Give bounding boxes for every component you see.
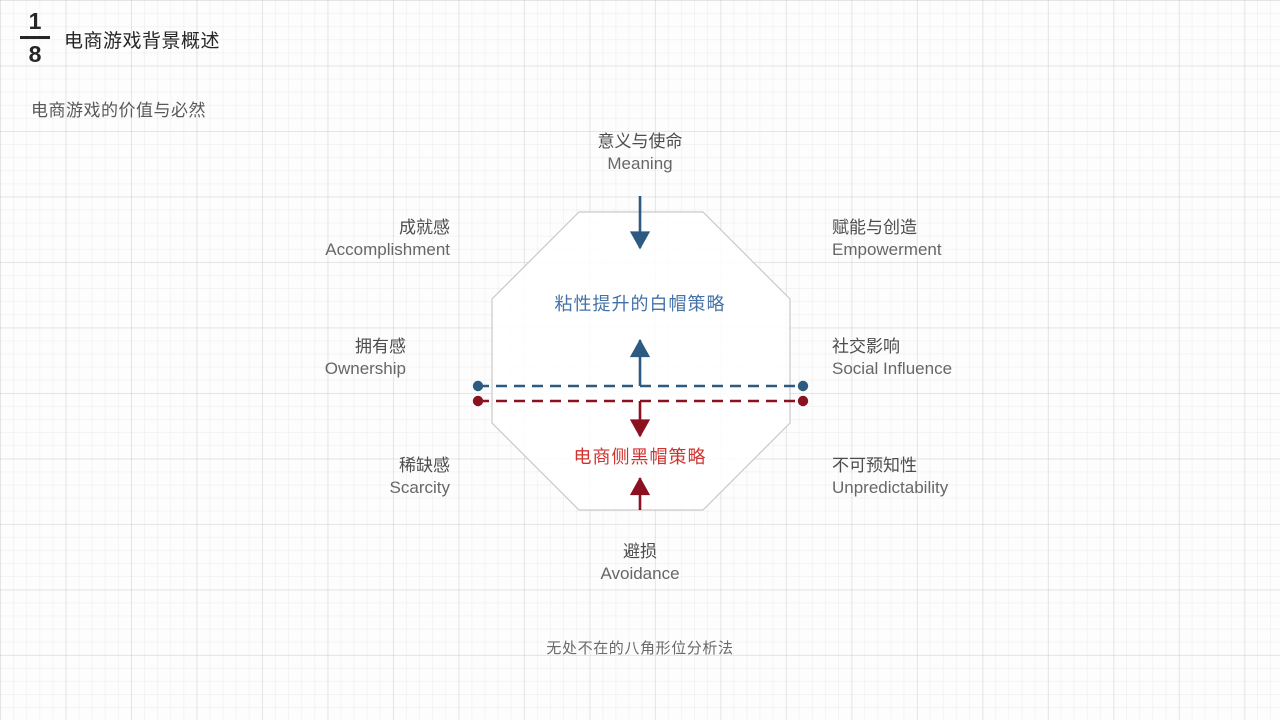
divider-endpoint-red-left xyxy=(472,395,484,407)
page-number-current: 1 xyxy=(28,8,42,34)
drive-label-avoidance-cn: 避损 xyxy=(623,542,657,561)
drive-label-avoidance-en: Avoidance xyxy=(600,563,680,583)
divider-endpoint-blue-left xyxy=(472,380,484,392)
drive-label-social-influence: 社交影响 Social Influence xyxy=(832,336,1052,380)
page-subtitle: 电商游戏的价值与必然 xyxy=(31,101,206,120)
drive-label-meaning-cn: 意义与使命 xyxy=(597,132,683,151)
drive-label-accomplishment-en: Accomplishment xyxy=(325,239,450,259)
drive-label-empowerment-en: Empowerment xyxy=(832,239,942,259)
drive-label-ownership-en: Ownership xyxy=(324,358,406,378)
drive-label-ownership-cn: 拥有感 xyxy=(355,337,406,356)
drive-label-accomplishment-cn: 成就感 xyxy=(399,218,450,237)
drive-label-meaning: 意义与使命 Meaning xyxy=(540,131,740,175)
white-hat-strategy-text: 粘性提升的白帽策略 xyxy=(554,294,726,314)
page-number-fraction: 1 8 xyxy=(18,10,52,66)
drive-label-social-influence-en: Social Influence xyxy=(832,358,953,378)
drive-label-empowerment-cn: 赋能与创造 xyxy=(832,218,917,237)
divider-endpoint-blue-right xyxy=(797,380,809,392)
drive-label-unpredictability: 不可预知性 Unpredictability xyxy=(832,455,1052,499)
drive-label-scarcity-cn: 稀缺感 xyxy=(399,456,450,475)
drive-label-scarcity: 稀缺感 Scarcity xyxy=(290,455,450,499)
fraction-bar xyxy=(20,36,50,39)
drive-label-empowerment: 赋能与创造 Empowerment xyxy=(832,217,1052,261)
drive-label-unpredictability-en: Unpredictability xyxy=(832,477,949,497)
black-hat-strategy-text: 电商侧黑帽策略 xyxy=(573,447,707,467)
drive-label-ownership: 拥有感 Ownership xyxy=(256,336,406,380)
divider-endpoint-red-right xyxy=(797,395,809,407)
drive-label-accomplishment: 成就感 Accomplishment xyxy=(250,217,450,261)
page-title: 电商游戏背景概述 xyxy=(64,31,221,52)
page-number-total: 8 xyxy=(28,41,42,67)
drive-label-unpredictability-cn: 不可预知性 xyxy=(832,456,917,475)
drive-label-avoidance: 避损 Avoidance xyxy=(540,541,740,585)
drive-label-scarcity-en: Scarcity xyxy=(389,477,450,497)
slide-header: 1 8 电商游戏背景概述 xyxy=(18,10,220,66)
drive-label-meaning-en: Meaning xyxy=(607,153,673,173)
diagram-caption: 无处不在的八角形位分析法 xyxy=(546,640,734,657)
drive-label-social-influence-cn: 社交影响 xyxy=(832,337,900,356)
